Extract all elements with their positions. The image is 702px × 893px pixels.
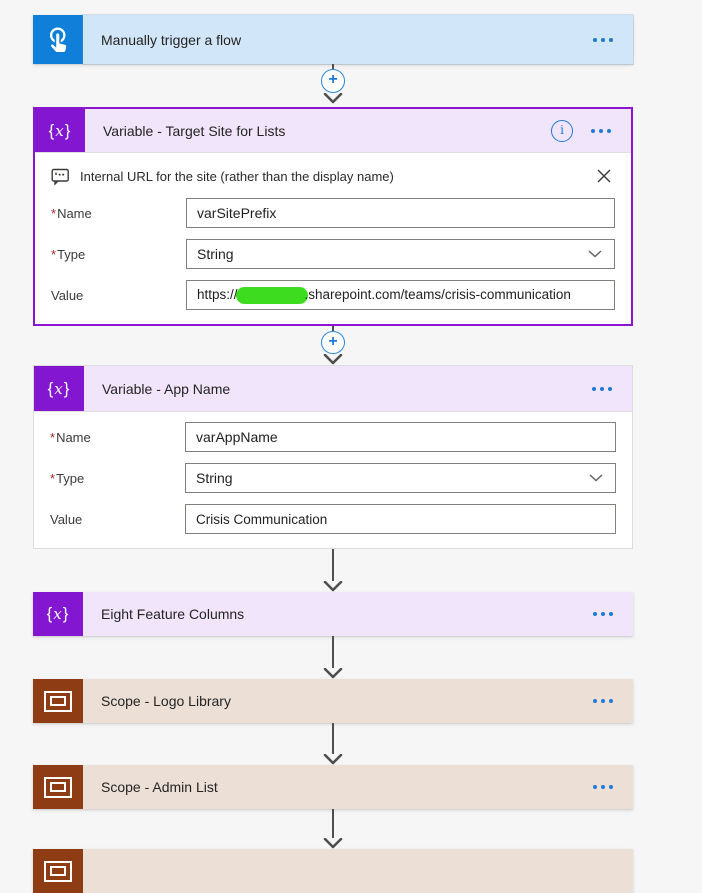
more-menu-button[interactable] [592, 383, 612, 395]
variable-icon: {x} [34, 366, 84, 411]
card-title: Scope - Logo Library [101, 693, 231, 709]
trigger-title: Manually trigger a flow [101, 31, 242, 48]
redaction-highlight [235, 286, 308, 304]
field-row-type: *Type String [51, 239, 615, 269]
scope-card-logo-library[interactable]: Scope - Logo Library [33, 679, 633, 723]
variable-icon: {x} [33, 592, 83, 636]
scope-icon [33, 849, 83, 893]
variable-icon: {x} [35, 109, 85, 152]
required-asterisk: * [51, 246, 57, 262]
insert-step-button[interactable]: + [321, 69, 345, 93]
comment-icon [51, 168, 69, 185]
value-input[interactable]: https://.sharepoint.com/teams/crisis-com… [186, 280, 615, 310]
close-icon [597, 169, 611, 183]
name-input[interactable]: varAppName [185, 422, 616, 452]
connector [33, 636, 633, 679]
field-label: *Name [50, 429, 91, 445]
field-row-type: *Type String [50, 463, 616, 493]
field-row-name: *Name varSitePrefix [51, 198, 615, 228]
card-title: Variable - App Name [102, 380, 231, 397]
more-menu-button[interactable] [591, 125, 611, 137]
field-label: Value [50, 511, 83, 527]
arrow-down-icon [323, 354, 343, 365]
card-title: Scope - Admin List [101, 779, 218, 795]
required-asterisk: * [50, 429, 56, 445]
arrow-down-icon [323, 838, 343, 849]
connector [33, 549, 633, 592]
connector [33, 809, 633, 849]
more-menu-button[interactable] [593, 608, 613, 620]
chevron-down-icon [589, 474, 603, 482]
divider [35, 152, 631, 153]
field-label: Value [51, 287, 84, 303]
value-input[interactable]: Crisis Communication [185, 504, 616, 534]
name-input[interactable]: varSitePrefix [186, 198, 615, 228]
insert-step-button[interactable]: + [321, 330, 345, 355]
comment-text: Internal URL for the site (rather than t… [80, 168, 394, 184]
more-menu-button[interactable] [593, 781, 613, 793]
card-title: Variable - Target Site for Lists [103, 122, 286, 139]
connector: + [33, 326, 633, 365]
comment-row: Internal URL for the site (rather than t… [51, 163, 615, 189]
info-icon[interactable]: i [551, 119, 573, 142]
arrow-down-icon [323, 581, 343, 592]
trigger-card[interactable]: Manually trigger a flow [33, 14, 634, 65]
type-dropdown[interactable]: String [185, 463, 616, 493]
flow-canvas: Manually trigger a flow + {x} Variable -… [33, 14, 634, 893]
arrow-down-icon [323, 668, 343, 679]
field-label: *Type [51, 246, 86, 262]
field-row-value: Value https://.sharepoint.com/teams/cris… [51, 280, 615, 310]
field-row-name: *Name varAppName [50, 422, 616, 452]
card-header[interactable]: {x} Variable - Target Site for Lists i [35, 109, 631, 152]
close-comment-button[interactable] [593, 165, 615, 187]
scope-icon [33, 679, 83, 723]
more-menu-button[interactable] [593, 695, 613, 707]
arrow-down-icon [323, 754, 343, 765]
required-asterisk: * [51, 205, 57, 221]
required-asterisk: * [50, 470, 56, 486]
arrow-down-icon [323, 93, 343, 104]
connector [33, 723, 633, 765]
connector: + [33, 64, 633, 107]
field-label: *Type [50, 470, 85, 486]
field-label: *Name [51, 205, 92, 221]
variable-card-target-site: {x} Variable - Target Site for Lists i [33, 107, 633, 326]
scope-card-admin-list[interactable]: Scope - Admin List [33, 765, 633, 809]
card-header[interactable]: {x} Variable - App Name [34, 366, 632, 411]
trigger-more-menu-button[interactable] [593, 34, 613, 46]
type-dropdown[interactable]: String [186, 239, 615, 269]
field-row-value: Value Crisis Communication [50, 504, 616, 534]
divider [34, 411, 632, 412]
scope-icon [33, 765, 83, 809]
variable-card-app-name: {x} Variable - App Name *Name varAppName [33, 365, 633, 549]
manual-trigger-icon [33, 15, 83, 64]
variable-card-eight-feature-columns[interactable]: {x} Eight Feature Columns [33, 592, 633, 636]
card-title: Eight Feature Columns [101, 606, 245, 622]
chevron-down-icon [588, 250, 602, 258]
scope-card-partial[interactable] [33, 849, 633, 893]
